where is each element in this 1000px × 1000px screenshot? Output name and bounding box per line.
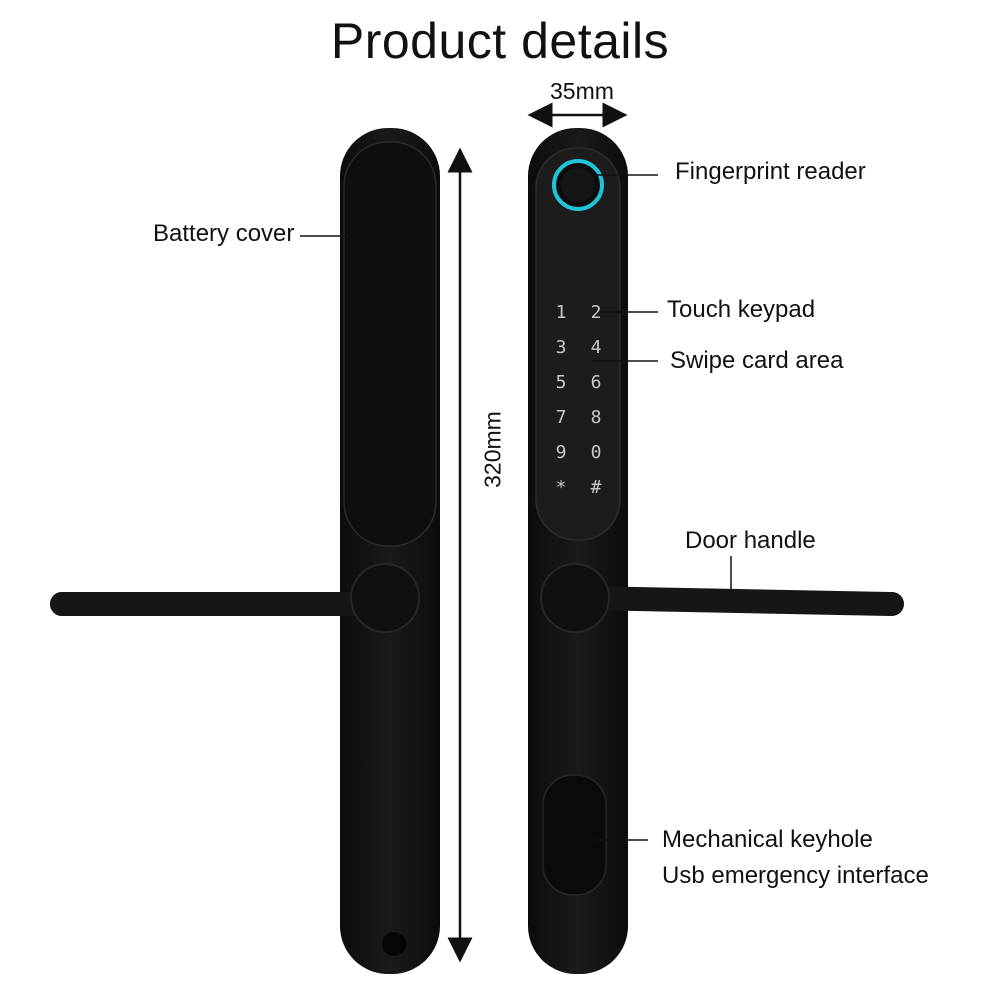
- touch-keypad-label: Touch keypad: [667, 296, 816, 323]
- front-handle-rose: [540, 563, 610, 633]
- keypad-key: 8: [591, 407, 602, 428]
- keypad-key: 2: [591, 302, 602, 323]
- page-title: Product details: [330, 13, 670, 69]
- keypad-key: 3: [556, 337, 567, 358]
- keypad-key: 5: [556, 372, 567, 393]
- battery-cover-panel: [343, 141, 437, 547]
- keypad-key: 6: [591, 372, 602, 393]
- fingerprint-reader-label: Fingerprint reader: [675, 158, 866, 185]
- keypad-key: 0: [591, 442, 602, 463]
- mechanical-keyhole-label: Mechanical keyhole: [662, 826, 873, 853]
- keypad-key: *: [556, 477, 567, 498]
- door-handle-label: Door handle: [685, 527, 816, 554]
- keypad-key: #: [591, 477, 602, 498]
- front-handle-lever: [573, 586, 904, 616]
- keypad-key: 9: [556, 442, 567, 463]
- battery-cover-label: Battery cover: [153, 220, 295, 247]
- height-dimension-label: 320mm: [479, 411, 506, 488]
- keypad-key: 1: [556, 302, 567, 323]
- keypad-key: 7: [556, 407, 567, 428]
- usb-interface-label: Usb emergency interface: [662, 862, 929, 889]
- front-unit: [528, 128, 904, 974]
- back-screw-hole: [382, 932, 406, 956]
- back-handle-rose: [350, 563, 420, 633]
- swipe-card-area-label: Swipe card area: [670, 347, 844, 374]
- keypad: 1 2 3 4 5 6 7 8 9 0 * #: [556, 302, 602, 498]
- keyhole-cover: [542, 774, 607, 896]
- back-unit: [50, 128, 440, 974]
- keypad-key: 4: [591, 337, 602, 358]
- front-panel: [535, 147, 621, 541]
- width-dimension-label: 35mm: [550, 78, 614, 104]
